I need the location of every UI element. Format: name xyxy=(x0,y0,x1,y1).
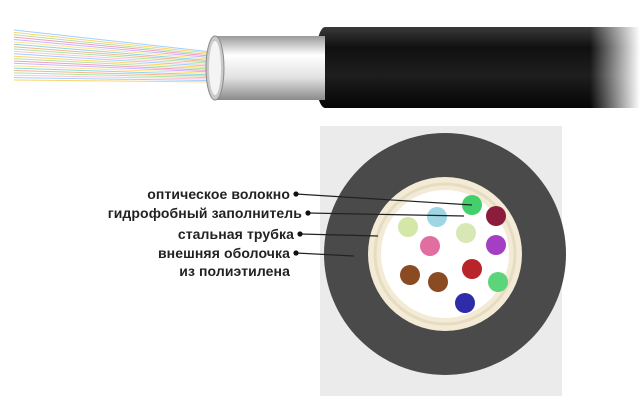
optical-fiber-3 xyxy=(427,207,447,227)
fiber-strand xyxy=(13,55,213,69)
fiber-strand xyxy=(13,79,213,83)
optical-fiber-12 xyxy=(455,293,475,313)
label-outer-sheath: внешняя оболочка xyxy=(157,245,290,261)
label-outer-sheath-line2: из полиэтилена xyxy=(179,263,290,279)
fiber-strands xyxy=(13,29,213,83)
fiber-strand xyxy=(13,31,213,54)
fiber-strand xyxy=(13,72,213,79)
steel-tube-ring xyxy=(373,182,517,326)
label-steel-tube: стальная трубка xyxy=(177,226,294,242)
fiber-strand xyxy=(13,62,213,73)
cable-jacket xyxy=(314,27,640,108)
optical-fiber-5 xyxy=(456,223,476,243)
fiber-strand xyxy=(13,74,213,80)
leader-dots xyxy=(293,191,311,256)
jacket-fade xyxy=(590,27,640,108)
steel-tube-opening xyxy=(209,41,221,95)
steel-tube-exposed xyxy=(206,36,325,100)
fiber-strand xyxy=(13,58,213,70)
fiber-strand xyxy=(13,77,213,82)
fiber-strand xyxy=(13,60,213,72)
fiber-strand xyxy=(13,70,213,77)
optical-fiber-7 xyxy=(486,235,506,255)
fiber-strand xyxy=(13,48,213,64)
fiber-strand xyxy=(13,34,213,56)
optical-fiber-8 xyxy=(400,265,420,285)
fiber-strand xyxy=(13,41,213,60)
fiber-strand xyxy=(13,36,213,57)
optical-fiber-10 xyxy=(462,259,482,279)
optical-fiber-9 xyxy=(428,272,448,292)
optical-fiber-6 xyxy=(420,236,440,256)
fiber-strand xyxy=(13,50,213,66)
fiber-strand xyxy=(13,43,213,62)
fiber-strand xyxy=(13,46,213,63)
fiber-strand xyxy=(13,65,213,74)
fiber-strand xyxy=(13,39,213,59)
label-optical-fiber: оптическое волокно xyxy=(147,186,290,202)
fiber-strand xyxy=(13,67,213,76)
optical-fiber-2 xyxy=(486,206,506,226)
fiber-strand xyxy=(13,29,213,53)
fiber-strand xyxy=(13,53,213,67)
leader-lines xyxy=(295,193,473,257)
label-hydrophobic-filler: гидрофобный заполнитель xyxy=(107,205,302,221)
optical-fiber-4 xyxy=(398,217,418,237)
optical-fiber-11 xyxy=(488,272,508,292)
